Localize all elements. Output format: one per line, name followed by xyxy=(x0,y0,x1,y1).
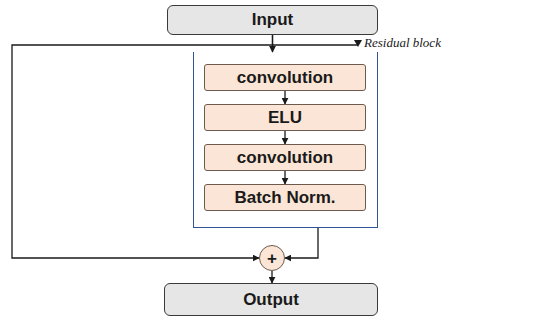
box-label: Input xyxy=(252,10,294,30)
pointer-head xyxy=(354,40,362,47)
box-label: Output xyxy=(243,290,299,310)
box-label: ELU xyxy=(268,108,302,128)
sum-circle: + xyxy=(259,245,285,271)
activation-box: ELU xyxy=(204,104,366,131)
box-label: Batch Norm. xyxy=(234,188,335,208)
output-box: Output xyxy=(164,283,378,316)
flow-arrow xyxy=(284,131,285,144)
block-title: Residual block xyxy=(362,35,443,51)
box-label: convolution xyxy=(237,68,333,88)
flow-arrow xyxy=(284,171,285,184)
pointer-line xyxy=(272,44,358,45)
layer-box: convolution xyxy=(204,64,366,91)
box-label: + xyxy=(267,250,277,267)
layer-box: convolution xyxy=(204,144,366,171)
flow-arrow xyxy=(285,228,318,258)
box-label: convolution xyxy=(237,148,333,168)
residual-block: Residual blockconvolutionELUconvolutionB… xyxy=(193,52,378,228)
flow-arrow xyxy=(271,271,272,283)
flow-arrow xyxy=(284,91,285,104)
normalization-box: Batch Norm. xyxy=(204,184,366,211)
input-box: Input xyxy=(167,5,378,35)
